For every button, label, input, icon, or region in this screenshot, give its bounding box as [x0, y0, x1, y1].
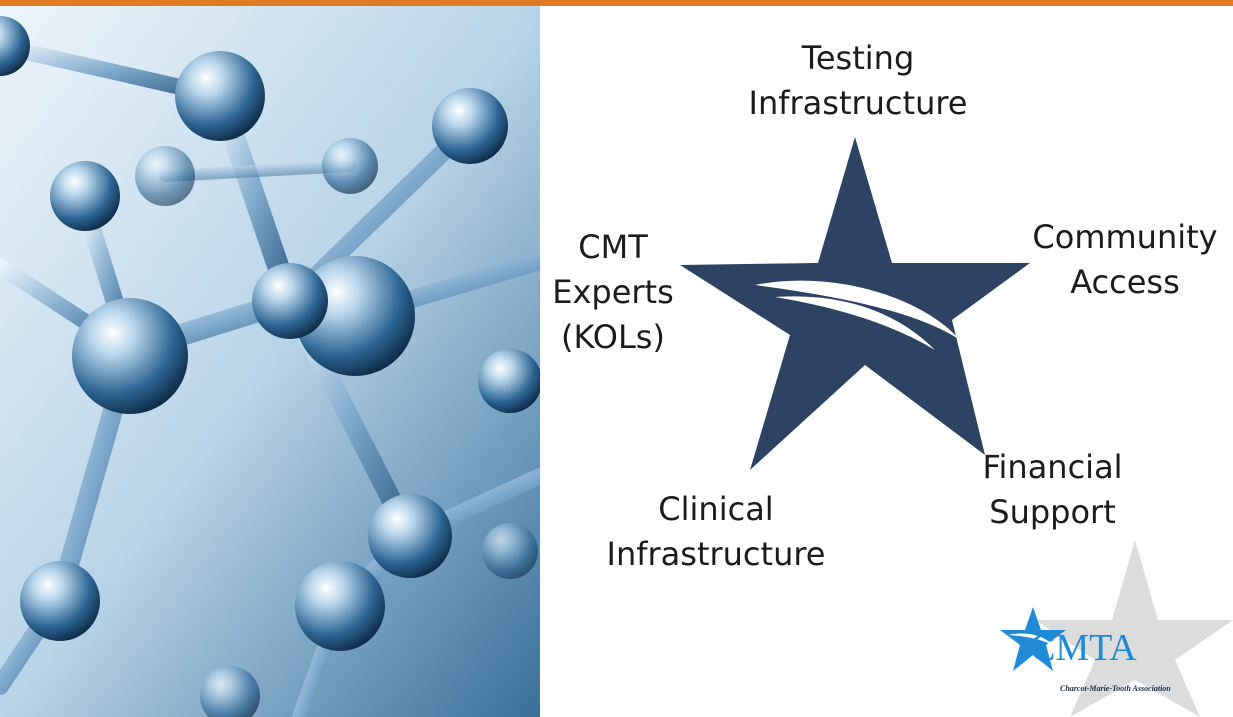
logo-wordmark: CMTA [1030, 627, 1137, 669]
logo-star-icon [1000, 607, 1066, 671]
star-icon [680, 137, 1030, 470]
logo-tagline: Charcot-Marie-Tooth Association [1060, 684, 1171, 693]
label-financial-support: Financial Support [982, 448, 1123, 531]
label-cmt-experts: CMT Experts (KOLs) [552, 228, 674, 356]
watermark-star-icon [1035, 540, 1233, 717]
label-testing-infrastructure: Testing Infrastructure [748, 39, 968, 122]
top-accent-bar [0, 0, 1233, 6]
molecule-image [0, 6, 540, 717]
label-community-access: Community Access [1032, 218, 1218, 301]
label-clinical-infrastructure: Clinical Infrastructure [606, 490, 826, 573]
